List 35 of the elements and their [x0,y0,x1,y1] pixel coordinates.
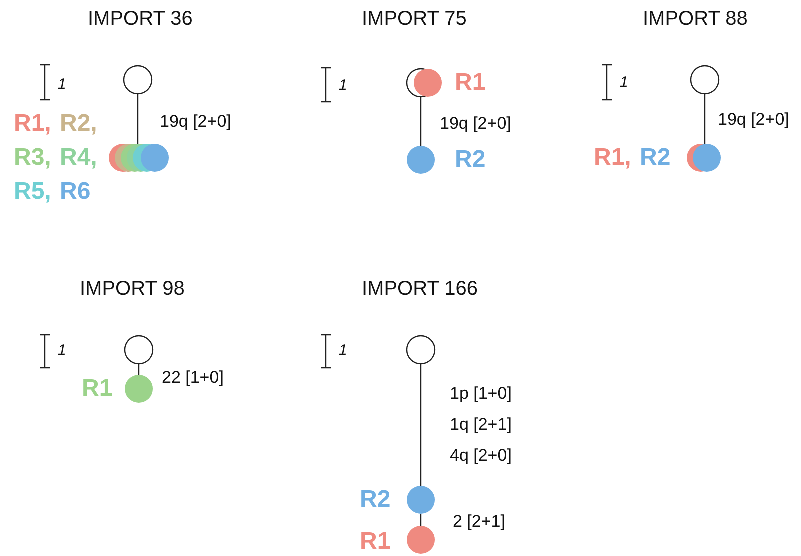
replicate-label: R4, [60,146,98,170]
scale-label: 1 [620,74,628,91]
replicate-label: R1, [14,112,52,136]
scale-label: 1 [339,77,348,94]
edge-label: 19q [2+0] [440,113,512,135]
replicate-label: R2 [640,146,671,170]
panel-title: IMPORT 98 [80,278,185,301]
connector-line [420,514,422,526]
scale-label: 1 [58,342,66,359]
replicate-label: R5, [14,180,52,204]
replicate-label: R3, [14,146,52,170]
replicate-label: R2 [360,488,391,512]
replicate-label: R6 [60,180,91,204]
panel-title: IMPORT 166 [362,278,478,301]
scale-label: 1 [58,76,66,93]
replicate-label: R1 [360,530,391,554]
panel-title: IMPORT 36 [88,8,193,31]
replicate-label: R1 [82,377,113,401]
edge-label: 1p [1+0] 1q [2+1] 4q [2+0] [450,383,513,467]
edge-label: 19q [2+0] [160,111,232,133]
connector-line [420,97,422,146]
replicate-label: R1, [594,146,632,170]
panel-title: IMPORT 88 [643,8,748,31]
panel-title: IMPORT 75 [362,8,467,31]
connector-line [137,94,139,144]
connector-line [704,94,706,144]
replicate-label: R1 [455,71,486,95]
edge-label: 19q [2+0] [718,109,790,131]
scale-label: 1 [339,342,348,359]
connector-line [420,364,422,486]
connector-line [138,364,140,375]
replicate-label: R2 [455,148,486,172]
edge-label: 22 [1+0] [162,367,224,389]
edge-label: 2 [2+1] [453,511,506,533]
replicate-label: R2, [60,112,98,136]
